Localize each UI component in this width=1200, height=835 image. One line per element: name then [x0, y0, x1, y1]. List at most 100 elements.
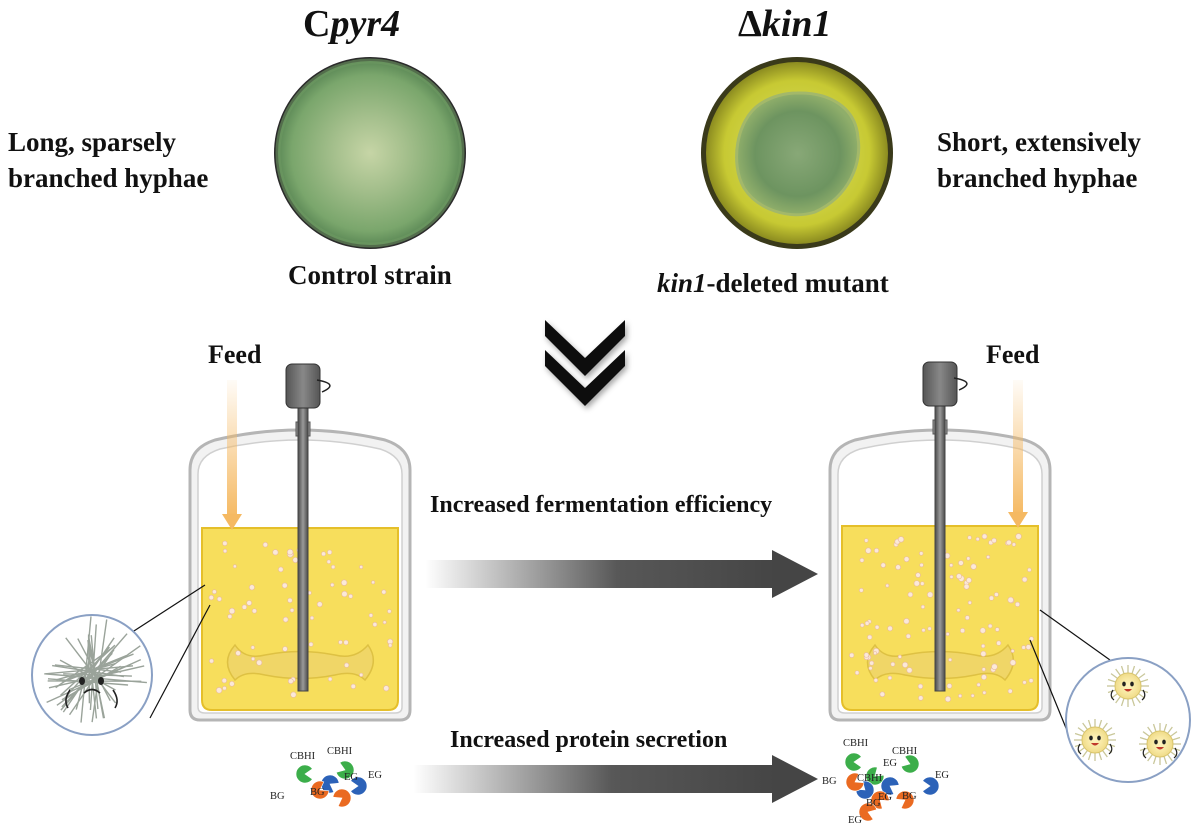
broth-particle: [256, 660, 261, 665]
broth-particle: [287, 549, 293, 555]
broth-particle: [983, 691, 986, 694]
broth-particle: [888, 676, 892, 680]
broth-particle: [902, 662, 907, 667]
broth-particle: [919, 552, 923, 556]
broth-particle: [349, 594, 353, 598]
broth-particle: [907, 668, 912, 673]
broth-particle: [388, 644, 392, 648]
broth-particle: [1023, 681, 1027, 685]
broth-particle: [344, 640, 349, 645]
broth-particle: [288, 679, 293, 684]
broth-particle: [341, 580, 347, 586]
broth-particle: [860, 623, 864, 627]
broth-particle: [966, 578, 971, 583]
broth-particle: [330, 583, 334, 587]
broth-particle: [251, 646, 255, 650]
broth-particle: [344, 663, 349, 668]
broth-particle: [223, 549, 227, 553]
broth-particle: [995, 628, 999, 632]
broth-particle: [1006, 540, 1011, 545]
broth-particle: [1015, 602, 1020, 607]
broth-particle: [1016, 534, 1022, 540]
broth-particle: [247, 600, 252, 605]
broth-particle: [327, 560, 331, 564]
enzyme-label: CBHI: [857, 773, 883, 784]
broth-particle: [920, 563, 924, 567]
broth-particle: [223, 541, 228, 546]
broth-particle: [865, 621, 869, 625]
control-strain-title: Cpyr4: [303, 2, 400, 46]
broth-particle: [371, 581, 374, 584]
broth-particle: [1026, 645, 1031, 650]
mutant-strain-label: kin1-deleted mutant: [657, 268, 889, 299]
control-strain-plate: [274, 57, 466, 249]
broth-particle: [960, 628, 965, 633]
broth-particle: [891, 662, 895, 666]
broth-particle: [229, 681, 234, 686]
broth-particle: [874, 678, 878, 682]
broth-particle: [982, 668, 986, 672]
enzyme-label: BG: [270, 791, 285, 802]
enzyme-label: CBHI: [290, 751, 316, 762]
broth-particle: [927, 592, 933, 598]
broth-particle: [904, 557, 909, 562]
broth-particle: [977, 683, 981, 687]
broth-particle: [992, 664, 998, 670]
broth-particle: [920, 582, 924, 586]
broth-particle: [992, 538, 997, 543]
broth-particle: [1011, 649, 1014, 652]
broth-particle: [233, 565, 236, 568]
broth-particle: [1010, 660, 1016, 666]
broth-particle: [980, 628, 986, 634]
broth-particle: [864, 653, 869, 658]
enzyme-label: CBHI: [327, 746, 353, 757]
broth-particle: [212, 590, 216, 594]
broth-particle: [1029, 679, 1033, 683]
broth-particle: [1012, 543, 1016, 547]
broth-particle: [958, 694, 961, 697]
broth-particle: [360, 565, 363, 568]
left-enzyme-cluster: CBHICBHIEGEGBGBG: [270, 746, 382, 807]
left-hyphae-zoom: [32, 585, 210, 735]
broth-particle: [278, 567, 283, 572]
broth-particle: [957, 609, 960, 612]
broth-particle: [229, 608, 235, 614]
broth-particle: [339, 640, 343, 644]
broth-particle: [252, 609, 257, 614]
broth-particle: [223, 686, 227, 690]
broth-particle: [916, 573, 921, 578]
broth-particle: [293, 557, 298, 562]
broth-particle: [898, 655, 901, 658]
broth-particle: [981, 651, 986, 656]
broth-particle: [387, 609, 391, 613]
broth-particle: [859, 588, 863, 592]
enzyme-label: EG: [368, 770, 382, 781]
broth-particle: [331, 565, 335, 569]
broth-particle: [880, 692, 885, 697]
broth-particle: [369, 613, 373, 617]
right-pellets-zoom: [1030, 610, 1190, 782]
broth-particle: [946, 632, 949, 635]
broth-particle: [222, 678, 227, 683]
broth-particle: [968, 601, 971, 604]
control-strain-label: Control strain: [288, 260, 452, 291]
broth-particle: [351, 684, 356, 689]
broth-particle: [967, 557, 970, 560]
broth-particle: [291, 692, 297, 698]
broth-particle: [1022, 646, 1026, 650]
enzyme-icon: [333, 789, 351, 807]
broth-particle: [866, 548, 872, 554]
broth-particle: [950, 575, 953, 578]
enzyme-label: CBHI: [892, 746, 918, 757]
broth-particle: [971, 564, 977, 570]
right-enzyme-cluster: CBHICBHICBHIEGEGEGBGBGBGEG: [822, 738, 949, 826]
broth-particle: [288, 598, 293, 603]
broth-particle: [263, 542, 268, 547]
broth-particle: [382, 590, 386, 594]
broth-particle: [964, 584, 969, 589]
broth-particle: [982, 534, 987, 539]
broth-particle: [874, 652, 877, 655]
broth-particle: [958, 560, 963, 565]
protein-secretion-label: Increased protein secretion: [450, 727, 727, 754]
broth-particle: [921, 605, 925, 609]
